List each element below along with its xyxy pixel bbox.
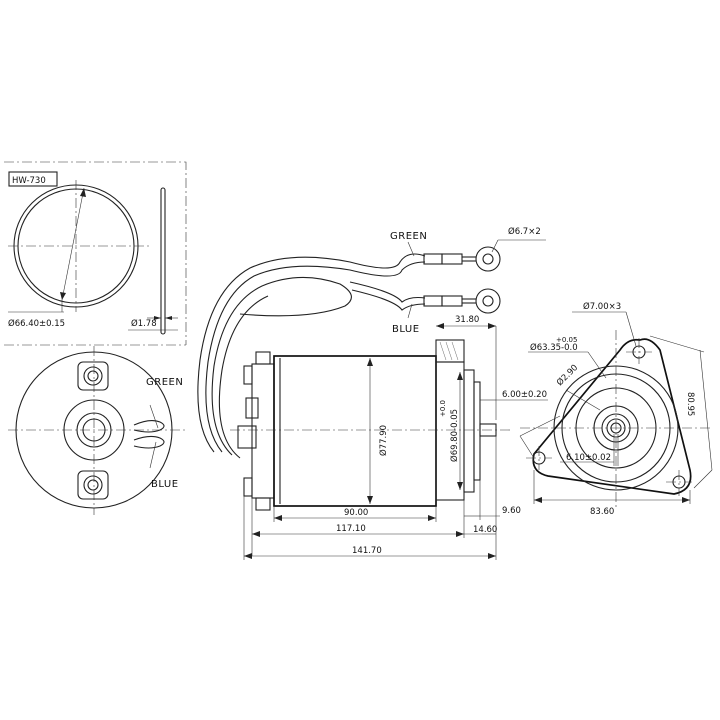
- rear-green-label: GREEN: [146, 377, 183, 388]
- flange-front-view: Ø7.00×3 +0.05 Ø63.35-0.0 Ø2.90 6.10±0.02…: [519, 301, 713, 517]
- o-ring-thickness-label: Ø1.78: [131, 318, 157, 329]
- hole-callout-label: Ø7.00×3: [583, 301, 621, 312]
- pilot-tol-upper: +0.0: [439, 400, 447, 417]
- shaft-extension-label: 14.60: [473, 525, 497, 535]
- bolt-circle-label: Ø63.35-0.0: [530, 342, 578, 353]
- model-label: HW-730: [12, 176, 46, 186]
- body-diameter-label: Ø77.90: [378, 425, 389, 456]
- lead-wires: GREEN BLUE Ø6.7×2: [197, 226, 546, 459]
- flange-height-label: 80.95: [685, 392, 695, 416]
- pilot-diameter-label: Ø69.80-0.05: [449, 409, 460, 462]
- rear-blue-label: BLUE: [151, 479, 179, 490]
- length-overall-label: 141.70: [352, 546, 382, 556]
- lead-green-label: GREEN: [390, 231, 427, 242]
- flange-width-label: 83.60: [590, 507, 614, 517]
- shaft-length-label: 31.80: [455, 315, 479, 325]
- o-ring-section-view: Ø1.78: [128, 187, 178, 335]
- flange-thickness-label: 9.60: [502, 506, 521, 516]
- o-ring-diameter-label: Ø66.40±0.15: [8, 318, 65, 329]
- model-label-box: HW-730: [8, 171, 58, 187]
- motor-side-view: Ø77.90 +0.0 Ø69.80-0.05 31.80 6.00±0.20 …: [230, 315, 548, 560]
- shaft-flat-label: 6.00±0.20: [502, 390, 547, 400]
- bolt-circle-tol: +0.05: [556, 336, 577, 344]
- seal-detail-frame: [4, 161, 187, 346]
- lead-blue-label: BLUE: [392, 324, 420, 335]
- o-ring-front-view: Ø66.40±0.15: [8, 180, 150, 329]
- shaft-flat-offset-label: 6.10±0.02: [566, 453, 611, 463]
- small-diameter-label: Ø2.90: [554, 362, 580, 388]
- length-body-label: 90.00: [344, 508, 368, 518]
- terminal-hole-label: Ø6.7×2: [508, 226, 541, 237]
- rear-end-view: GREEN BLUE: [8, 346, 185, 515]
- length-flange-label: 117.10: [336, 524, 366, 534]
